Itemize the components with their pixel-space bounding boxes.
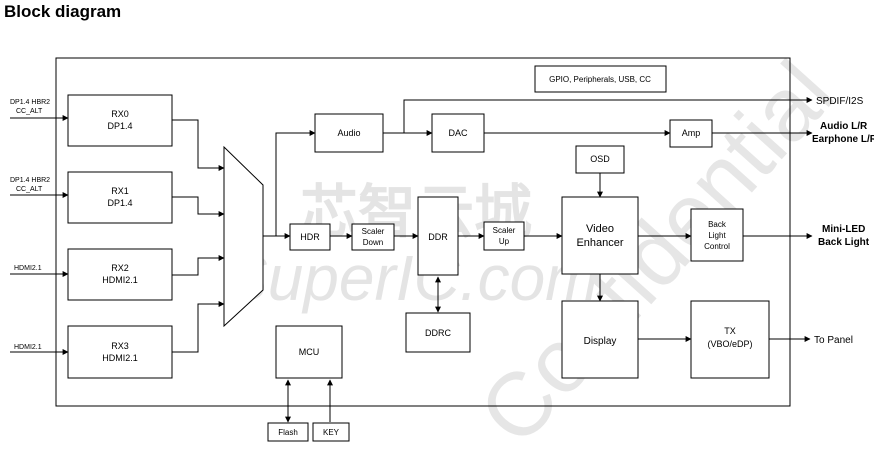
hdr-label: HDR bbox=[300, 232, 320, 242]
back-light-label: Back bbox=[708, 220, 727, 229]
miniled-label: Mini-LED bbox=[822, 224, 865, 235]
back-light-sub1: Light bbox=[708, 231, 726, 240]
display-block: Display bbox=[561, 300, 639, 379]
rx1-block: RX1 DP1.4 bbox=[67, 171, 173, 224]
ddr-block: DDR bbox=[417, 196, 459, 276]
back-light-control-block: Back Light Control bbox=[690, 208, 744, 262]
rx1-sub: DP1.4 bbox=[107, 198, 132, 208]
flash-block: Flash bbox=[267, 422, 309, 442]
scaler-down-block: Scaler Down bbox=[351, 223, 395, 251]
rx2-sub: HDMI2.1 bbox=[102, 275, 138, 285]
osd-label: OSD bbox=[590, 154, 610, 164]
gpio-block: GPIO, Peripherals, USB, CC bbox=[534, 65, 667, 93]
mcu-block: MCU bbox=[275, 325, 343, 379]
ddrc-label: DDRC bbox=[425, 328, 451, 338]
chip-boundary bbox=[55, 57, 791, 407]
scaler-up-block: Scaler Up bbox=[483, 221, 525, 251]
osd-block: OSD bbox=[575, 145, 625, 174]
rx2-mux-wire bbox=[172, 255, 225, 276]
amp-label: Amp bbox=[682, 128, 701, 138]
rx0-mux-wire bbox=[172, 119, 225, 171]
spdif-label: SPDIF/I2S bbox=[816, 96, 864, 107]
key-block: KEY bbox=[312, 422, 350, 442]
input-label-2: HDMI2.1 bbox=[14, 265, 42, 272]
scaler-up-sub: Up bbox=[499, 237, 510, 246]
rx3-label: RX3 bbox=[111, 341, 129, 351]
amp-block: Amp bbox=[669, 119, 713, 148]
gpio-label: GPIO, Peripherals, USB, CC bbox=[549, 75, 651, 84]
input-label-3: HDMI2.1 bbox=[14, 344, 42, 351]
input-label-0: DP1.4 HBR2 bbox=[10, 99, 50, 106]
rx2-block: RX2 HDMI2.1 bbox=[67, 248, 173, 301]
input-label-1: DP1.4 HBR2 bbox=[10, 177, 50, 184]
audio-out-label: Audio L/R bbox=[820, 121, 868, 132]
page-title: Block diagram bbox=[4, 2, 121, 21]
tx-sub: (VBO/eDP) bbox=[707, 339, 752, 349]
video-enhancer-block: Video Enhancer bbox=[561, 196, 639, 275]
rx3-mux-wire bbox=[172, 301, 225, 353]
rx0-sub: DP1.4 bbox=[107, 121, 132, 131]
rx0-label: RX0 bbox=[111, 109, 129, 119]
mcu-label: MCU bbox=[299, 347, 320, 357]
earphone-out-label: Earphone L/R bbox=[812, 134, 874, 145]
tx-block: TX (VBO/eDP) bbox=[690, 300, 770, 379]
input-mux bbox=[223, 145, 264, 328]
input-label-1-sub: CC_ALT bbox=[16, 186, 43, 193]
input-label-0-sub: CC_ALT bbox=[16, 108, 43, 115]
back-light-sub2: Control bbox=[704, 242, 730, 251]
watermark: 芯智云城 SuperIC.com Confidential bbox=[225, 43, 853, 460]
audio-block: Audio bbox=[314, 113, 384, 153]
scaler-up-label: Scaler bbox=[493, 226, 516, 235]
dac-label: DAC bbox=[448, 128, 468, 138]
watermark-en: SuperIC.com bbox=[225, 242, 598, 314]
rx1-label: RX1 bbox=[111, 186, 129, 196]
hdr-block: HDR bbox=[289, 223, 331, 251]
audio-label: Audio bbox=[337, 128, 360, 138]
rx1-mux-wire bbox=[172, 196, 225, 217]
tx-label: TX bbox=[724, 326, 736, 336]
video-enhancer-sub: Enhancer bbox=[576, 237, 623, 249]
video-enhancer-label: Video bbox=[586, 223, 614, 235]
flash-label: Flash bbox=[278, 428, 298, 437]
dac-block: DAC bbox=[431, 113, 485, 153]
rx3-sub: HDMI2.1 bbox=[102, 353, 138, 363]
miniled-sub: Back Light bbox=[818, 237, 870, 248]
rx3-block: RX3 HDMI2.1 bbox=[67, 325, 173, 379]
to-panel-label: To Panel bbox=[814, 335, 853, 346]
rx0-block: RX0 DP1.4 bbox=[67, 94, 173, 147]
rx2-label: RX2 bbox=[111, 263, 129, 273]
key-label: KEY bbox=[323, 428, 340, 437]
scaler-down-label: Scaler bbox=[362, 227, 385, 236]
audio-spdif-wire bbox=[403, 97, 813, 133]
ddr-label: DDR bbox=[428, 232, 448, 242]
display-label: Display bbox=[584, 336, 617, 347]
scaler-down-sub: Down bbox=[363, 238, 383, 247]
ddrc-block: DDRC bbox=[405, 312, 471, 353]
